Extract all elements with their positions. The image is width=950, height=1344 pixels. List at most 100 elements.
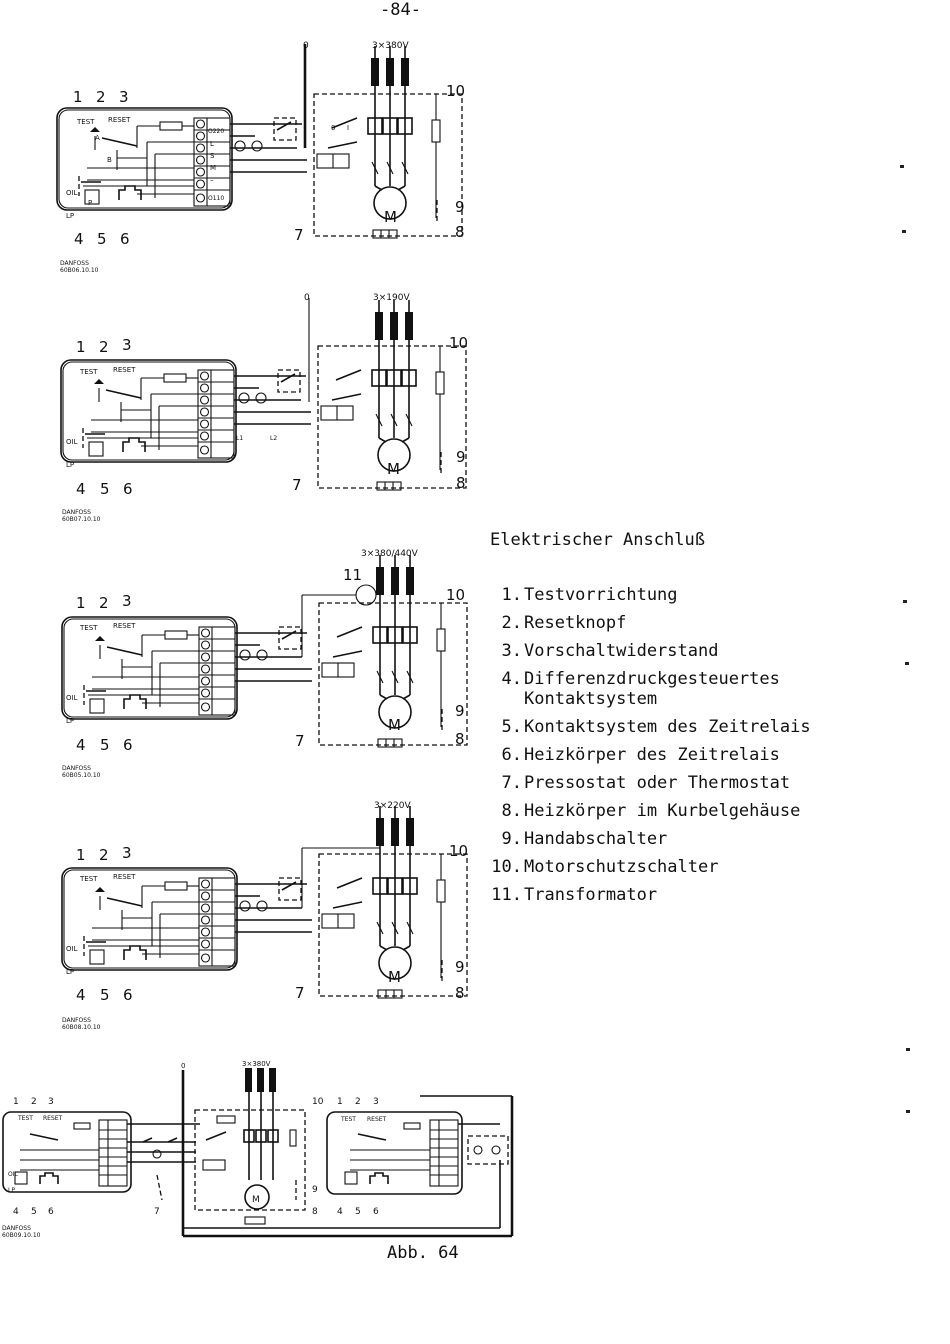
legend-text: Transformator [524, 885, 658, 905]
callout-6: 6 [123, 736, 133, 754]
legend-number: 4. [501, 669, 522, 689]
legend-number: 7. [501, 773, 522, 793]
test-label: TEST [79, 368, 98, 376]
callout-6-right: 6 [373, 1207, 379, 1217]
figure-caption: Abb. 64 [387, 1243, 459, 1263]
diagram-code-3: 60B05.10.10 [62, 772, 101, 779]
lp-label: LP [66, 717, 74, 725]
callout-4: 4 [76, 736, 86, 754]
test-label: TEST [79, 624, 98, 632]
legend-text: Heizkörper im Kurbelgehäuse [524, 801, 801, 821]
callout-4: 4 [13, 1207, 19, 1217]
callout-2: 2 [99, 846, 109, 864]
legend-number: 8. [501, 801, 522, 821]
callout-8: 8 [455, 223, 465, 241]
terminal-110-label: O110 [208, 195, 224, 202]
callout-4: 4 [74, 230, 84, 248]
wiring-diagram-2 [60, 298, 467, 491]
terminal-dash-label: – [210, 176, 214, 184]
lp-label: LP [8, 1187, 15, 1194]
callout-8: 8 [455, 730, 465, 748]
callout-6: 6 [123, 986, 133, 1004]
reset-label-right: RESET [367, 1116, 387, 1123]
callout-8: 8 [455, 984, 465, 1002]
wiring-diagram-5 [2, 1068, 514, 1238]
callout-1: 1 [76, 594, 86, 612]
callout-1: 1 [76, 338, 86, 356]
motor-label: M [384, 208, 397, 226]
motor-label: M [388, 716, 401, 734]
danfoss-label-3: DANFOSS [62, 765, 91, 772]
legend-number: 3. [501, 641, 522, 661]
diagram-code-5: 60B09.10.10 [2, 1232, 41, 1239]
motor-label: M [388, 968, 401, 986]
scan-speck [903, 600, 907, 603]
callout-1-right: 1 [337, 1097, 343, 1107]
reset-label: RESET [108, 116, 131, 124]
callout-10: 10 [312, 1097, 324, 1107]
lp-label: LP [66, 461, 74, 469]
callout-3: 3 [122, 592, 132, 610]
callout-3: 3 [48, 1097, 54, 1107]
callout-5-right: 5 [355, 1207, 361, 1217]
callout-8: 8 [456, 474, 466, 492]
lamp-l1-label: L1 [236, 435, 243, 442]
section-heading: Elektrischer Anschluß [490, 530, 705, 550]
reset-label: RESET [113, 622, 136, 630]
p-label: P [88, 199, 92, 207]
callout-9: 9 [455, 702, 465, 720]
callout-10: 10 [449, 842, 468, 860]
callout-10: 10 [449, 334, 468, 352]
legend-item: 7.Pressostat oder Thermostat [478, 773, 884, 793]
danfoss-label-2: DANFOSS [62, 509, 91, 516]
legend-list: 1.Testvorrichtung 2.Resetknopf 3.Vorscha… [478, 585, 884, 913]
callout-9: 9 [455, 198, 465, 216]
legend-text: Testvorrichtung [524, 585, 678, 605]
callout-4: 4 [76, 986, 86, 1004]
legend-item: 11.Transformator [478, 885, 884, 905]
neutral-label-5: 0 [181, 1062, 185, 1070]
legend-number: 1. [501, 585, 522, 605]
callout-5: 5 [31, 1207, 37, 1217]
legend-text: Differenzdruckgesteuertes Kontaktsystem [524, 669, 780, 709]
legend-text: Motorschutzschalter [524, 857, 719, 877]
callout-3-right: 3 [373, 1097, 379, 1107]
danfoss-label-1: DANFOSS [60, 260, 89, 267]
scan-speck [905, 662, 909, 665]
legend-text: Heizkörper des Zeitrelais [524, 745, 780, 765]
legend-item: 9.Handabschalter [478, 829, 884, 849]
callout-10: 10 [446, 82, 465, 100]
callout-2: 2 [99, 338, 109, 356]
terminal-l-label: L [210, 140, 214, 148]
legend-item: 6.Heizkörper des Zeitrelais [478, 745, 884, 765]
callout-9: 9 [456, 448, 466, 466]
legend-number: 2. [501, 613, 522, 633]
callout-7: 7 [154, 1207, 160, 1217]
a-label: A [95, 134, 100, 142]
legend-text: Pressostat oder Thermostat [524, 773, 791, 793]
legend-number: 6. [501, 745, 522, 765]
oil-label: OIL [66, 945, 78, 953]
terminal-220-label: O220 [208, 128, 224, 135]
callout-1: 1 [76, 846, 86, 864]
switch-1-label: I [347, 124, 349, 132]
legend-text: Handabschalter [524, 829, 668, 849]
legend-item: 1.Testvorrichtung [478, 585, 884, 605]
callout-7: 7 [294, 226, 304, 244]
callout-2-right: 2 [355, 1097, 361, 1107]
test-label: TEST [79, 875, 98, 883]
legend-item: 8.Heizkörper im Kurbelgehäuse [478, 801, 884, 821]
legend-item: 5.Kontaktsystem des Zeitrelais [478, 717, 884, 737]
test-label-right: TEST [340, 1116, 356, 1123]
lp-label: LP [66, 212, 74, 220]
danfoss-label-5: DANFOSS [2, 1225, 31, 1232]
callout-1: 1 [13, 1097, 19, 1107]
page-number: -84- [380, 0, 421, 20]
callout-3: 3 [122, 844, 132, 862]
scan-speck [906, 1110, 910, 1113]
callout-6: 6 [120, 230, 130, 248]
callout-11: 11 [343, 566, 362, 584]
callout-6: 6 [48, 1207, 54, 1217]
callout-5: 5 [100, 480, 110, 498]
oil-label: OIL [66, 694, 78, 702]
